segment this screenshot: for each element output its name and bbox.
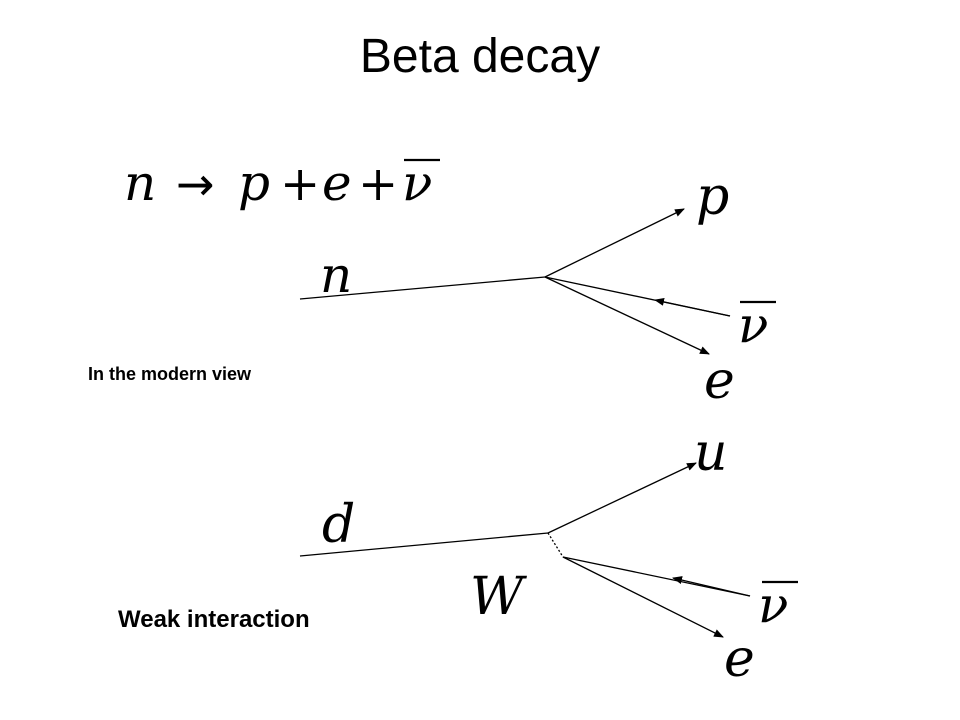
antineutrino-arrow-bottom — [672, 576, 751, 597]
electron-line-bottom — [562, 556, 724, 638]
equation-antineutrino: ν — [402, 154, 432, 212]
label-antineutrino-top: ν — [738, 296, 768, 354]
label-proton: p — [696, 167, 729, 227]
equation-arrow: → — [176, 157, 215, 211]
up-quark-line — [547, 462, 697, 534]
label-antineutrino-bottom: ν — [758, 576, 788, 634]
neutron-decay-diagram: n p ν e — [299, 167, 776, 411]
equation-electron: e — [322, 154, 352, 212]
equation-neutron: n — [124, 154, 156, 212]
w-boson-line — [547, 532, 564, 558]
quark-decay-diagram: d W u ν e — [299, 423, 798, 689]
caption-modern-view: In the modern view — [88, 364, 252, 384]
label-neutron: n — [320, 246, 352, 304]
label-electron-bottom: e — [724, 629, 755, 689]
slide-title: Beta decay — [359, 30, 601, 83]
decay-equation: n → p + e + ν — [124, 154, 440, 212]
label-electron-top: e — [704, 351, 735, 411]
electron-line — [544, 276, 710, 355]
down-quark-line — [299, 532, 549, 557]
label-w-boson: W — [470, 567, 527, 627]
equation-plus-2: + — [358, 156, 398, 212]
antineutrino-line — [544, 276, 731, 317]
label-up-quark: u — [694, 423, 728, 483]
caption-weak-interaction: Weak interaction — [118, 606, 310, 633]
proton-line — [544, 208, 685, 278]
antineutrino-line-bottom — [562, 556, 751, 597]
equation-plus-1: + — [280, 156, 320, 212]
equation-proton: p — [238, 154, 270, 212]
label-down-quark: d — [322, 495, 355, 555]
neutron-line — [299, 276, 546, 300]
